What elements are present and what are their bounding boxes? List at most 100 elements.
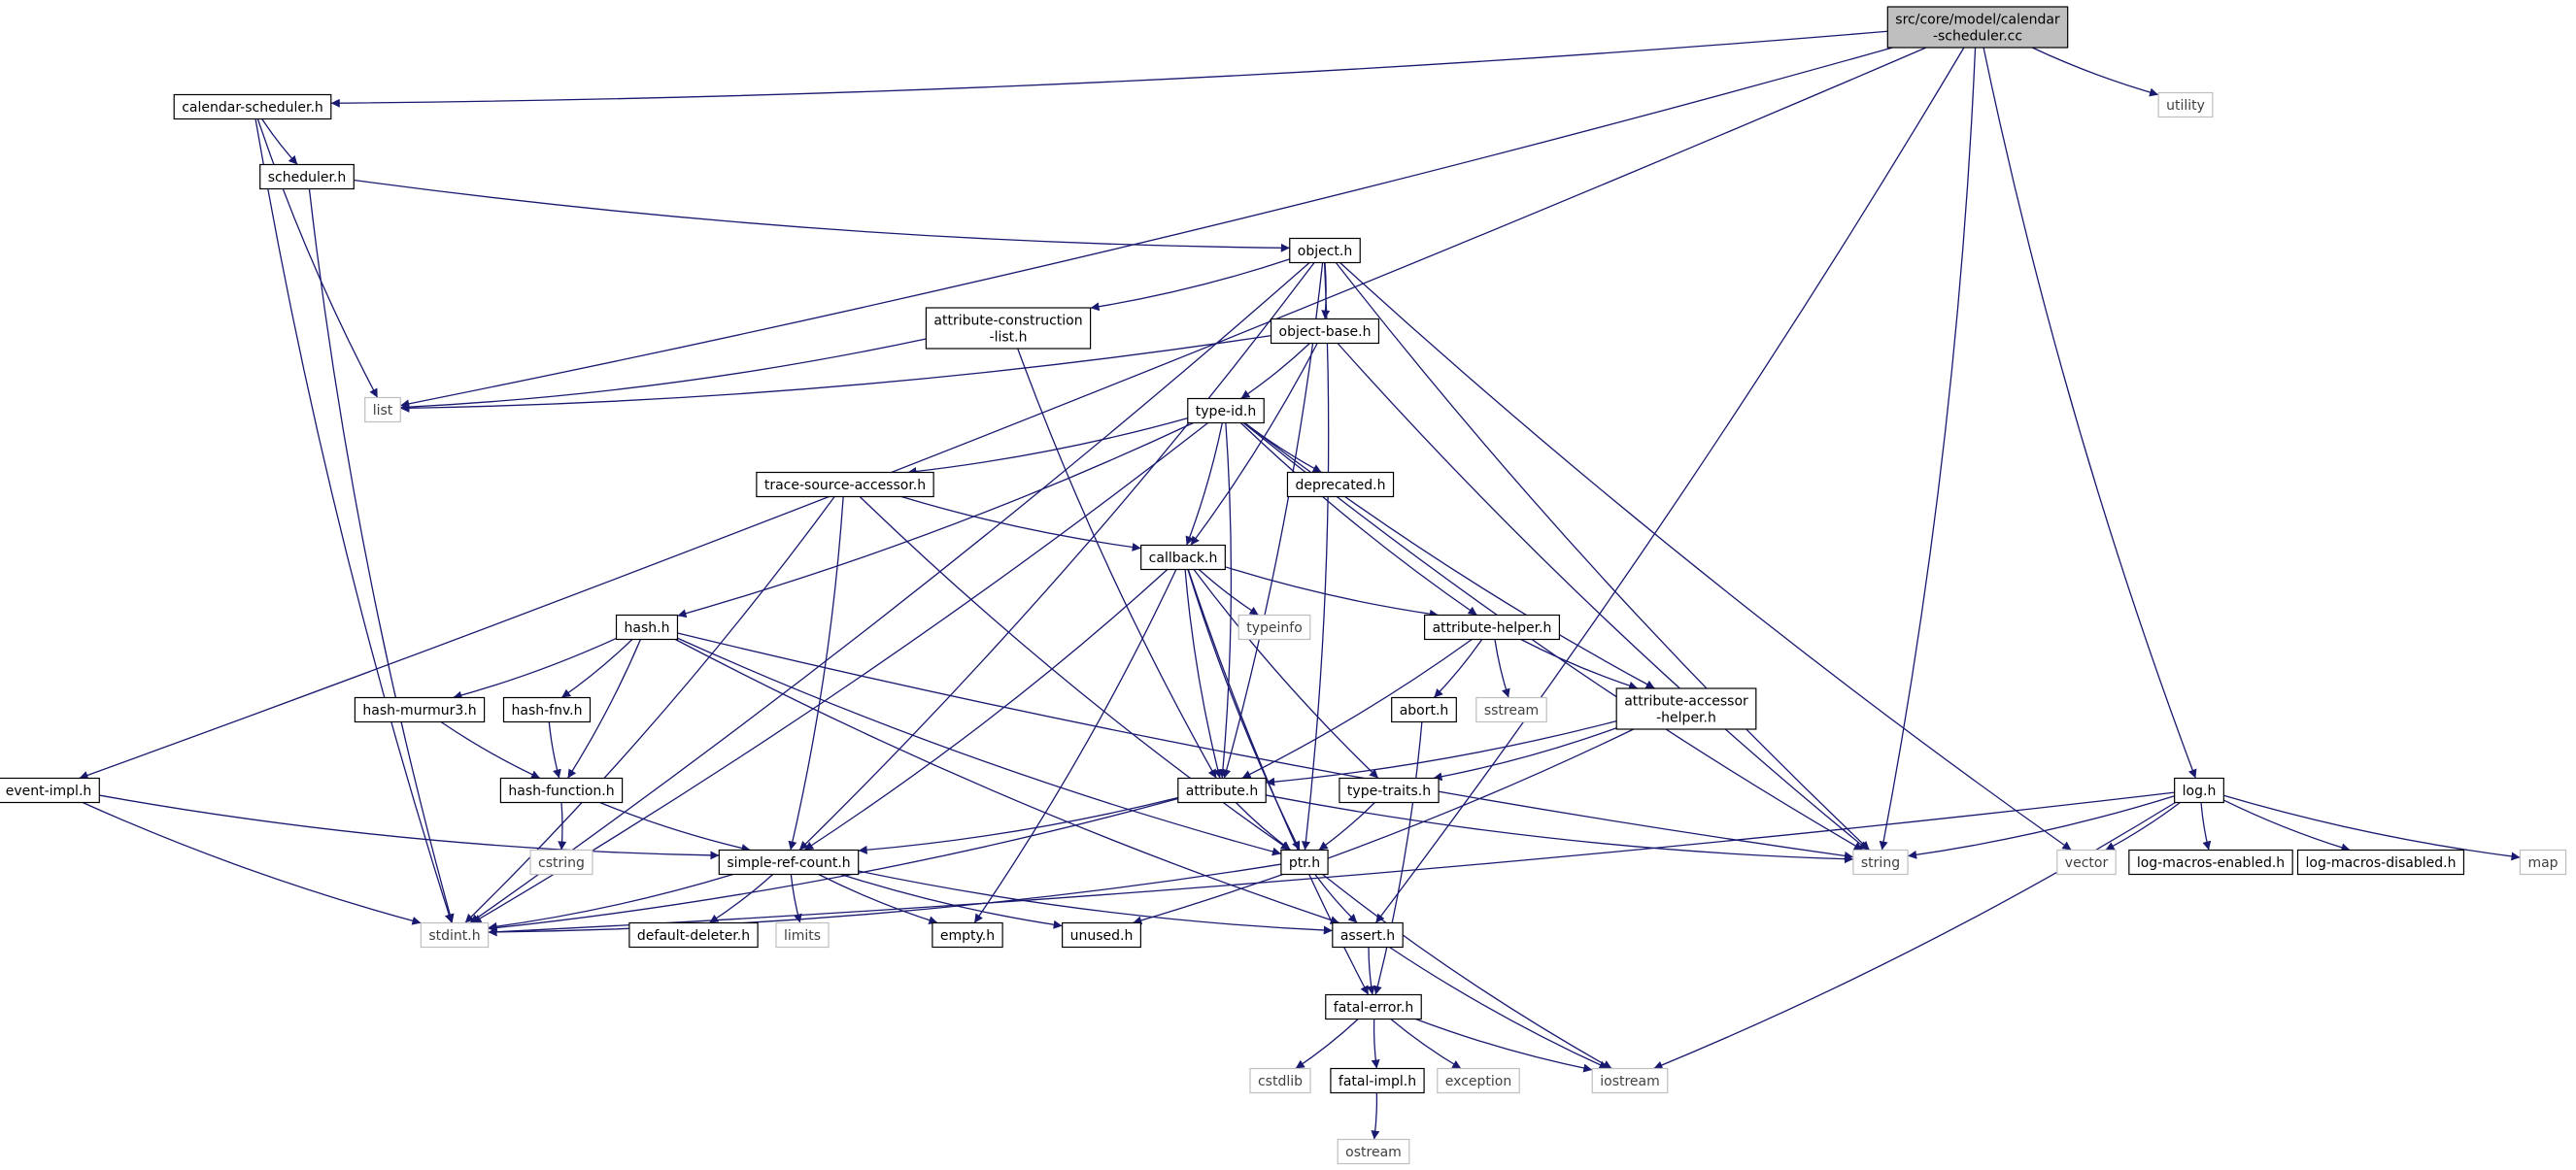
- node-ptr-h[interactable]: ptr.h: [1280, 849, 1329, 876]
- node-src-core-model-calendar-scheduler-cc[interactable]: src/core/model/calendar-scheduler.cc: [1886, 6, 2069, 49]
- node-calendar-scheduler-h[interactable]: calendar-scheduler.h: [173, 93, 332, 120]
- edge-attr_helper_h-to-sstream: [1494, 639, 1510, 698]
- edge-type_id_h-to-attr_helper_h: [1239, 422, 1478, 617]
- node-empty-h[interactable]: empty.h: [932, 921, 1003, 949]
- edge-callback_h-to-type_traits_h: [1193, 569, 1379, 779]
- node-log-h[interactable]: log.h: [2174, 777, 2224, 804]
- edge-object_h-to-attr_constr_h: [1090, 258, 1290, 312]
- node-box: [1337, 1138, 1410, 1165]
- edge-event_impl_h-to-stdint_h: [82, 801, 422, 925]
- edge-assert_h-to-fatal_error_h: [1367, 947, 1375, 995]
- edge-log_h-to-iostream: [1653, 801, 2176, 1070]
- node-default-deleter-h[interactable]: default-deleter.h: [628, 921, 759, 949]
- node-label: type-id.h: [1196, 404, 1256, 419]
- node-box: [354, 696, 486, 723]
- node-label: default-deleter.h: [637, 928, 750, 944]
- edge-callback_h-to-attr_helper_h: [1225, 566, 1439, 618]
- node-attribute-accessor-helper-h[interactable]: attribute-accessor-helper.h: [1615, 687, 1757, 730]
- edge-cal_sched_h-to-stdint_h: [254, 118, 454, 923]
- node-hash-fnv-h[interactable]: hash-fnv.h: [502, 696, 592, 723]
- edge-trace_src_h-to-callback_h: [900, 495, 1141, 552]
- node-label: deprecated.h: [1295, 478, 1385, 493]
- node-box: [1237, 614, 1311, 641]
- edge-simple_ref_h-to-stdint_h: [488, 873, 733, 931]
- edge-log_h-to-log_enabled_h: [2200, 802, 2212, 851]
- node-hash-murmur3-h[interactable]: hash-murmur3.h: [354, 696, 486, 723]
- node-box: [1332, 921, 1404, 949]
- node-utility: utility: [2157, 91, 2214, 118]
- node-ostream: ostream: [1337, 1138, 1410, 1165]
- node-log-macros-enabled-h[interactable]: log-macros-enabled.h: [2128, 849, 2293, 876]
- node-deprecated-h[interactable]: deprecated.h: [1286, 471, 1395, 498]
- node-label: typeinfo: [1246, 620, 1303, 636]
- node-box: [502, 696, 592, 723]
- node-label: log-macros-disabled.h: [2306, 855, 2457, 871]
- node-type-traits-h[interactable]: type-traits.h: [1339, 777, 1440, 804]
- edge-ptr_h-to-assert_h: [1314, 874, 1358, 923]
- edges-layer: [79, 30, 2521, 1140]
- node-type-id-h[interactable]: type-id.h: [1187, 397, 1265, 424]
- edge-simple_ref_h-to-empty_h: [818, 873, 938, 925]
- node-hash-function-h[interactable]: hash-function.h: [499, 777, 624, 804]
- node-label: calendar-scheduler.h: [182, 100, 323, 116]
- edge-fatal_error_h-to-exception: [1390, 1018, 1462, 1070]
- node-attribute-h[interactable]: attribute.h: [1177, 777, 1267, 804]
- edge-scheduler_h-to-object_h: [354, 179, 1290, 252]
- node-box: [1140, 544, 1226, 571]
- edge-fatal_error_h-to-iostream: [1415, 1018, 1593, 1073]
- edge-root-to-log_h: [1983, 47, 2197, 779]
- node-simple-ref-count-h[interactable]: simple-ref-count.h: [718, 849, 860, 876]
- edge-simple_ref_h-to-default_deleter_h: [708, 874, 774, 924]
- edge-ptr_h-to-iostream: [1322, 873, 1612, 1070]
- node-attribute-construction-list-h[interactable]: attribute-construction-list.h: [925, 307, 1092, 350]
- node-fatal-error-h[interactable]: fatal-error.h: [1325, 993, 1422, 1020]
- node-event-impl-h[interactable]: event-impl.h: [0, 777, 100, 804]
- edge-root-to-event_impl_h: [79, 47, 1927, 780]
- edge-type_id_h-to-hash_h: [677, 421, 1194, 618]
- node-object-base-h[interactable]: object-base.h: [1270, 318, 1380, 345]
- node-label: callback.h: [1149, 551, 1218, 566]
- node-label: map: [2527, 855, 2558, 871]
- node-label: stdint.h: [428, 928, 480, 944]
- edge-attribute_h-to-stdint_h: [488, 797, 1178, 932]
- edge-object_h-to-string: [1335, 262, 1871, 851]
- node-fatal-impl-h[interactable]: fatal-impl.h: [1330, 1067, 1425, 1094]
- node-box: [756, 471, 934, 498]
- edge-type_id_h-to-deprecated_h: [1244, 421, 1322, 474]
- edge-root-to-assert_h: [1374, 47, 1965, 923]
- node-assert-h[interactable]: assert.h: [1332, 921, 1404, 949]
- node-cstring: cstring: [529, 849, 593, 876]
- edge-object_base_h-to-callback_h: [1190, 343, 1318, 546]
- node-object-h[interactable]: object.h: [1289, 237, 1361, 264]
- edge-type_id_h-to-trace_src_h: [907, 417, 1188, 476]
- node-log-macros-disabled-h[interactable]: log-macros-disabled.h: [2296, 849, 2465, 876]
- node-label: event-impl.h: [6, 784, 92, 799]
- node-box: [499, 777, 624, 804]
- node-box: [1325, 993, 1422, 1020]
- node-unused-h[interactable]: unused.h: [1062, 921, 1141, 949]
- node-attribute-helper-h[interactable]: attribute-helper.h: [1424, 614, 1560, 641]
- node-label: cstdlib: [1258, 1074, 1303, 1089]
- node-label: simple-ref-count.h: [727, 855, 850, 871]
- node-box: [1249, 1067, 1311, 1094]
- edge-attr_accessor_h-to-type_traits_h: [1433, 727, 1617, 782]
- node-map: map: [2519, 849, 2567, 876]
- node-box: [1886, 6, 2069, 49]
- node-scheduler-h[interactable]: scheduler.h: [259, 163, 355, 190]
- node-box: [529, 849, 593, 876]
- node-box: [1270, 318, 1380, 345]
- node-label: attribute-construction: [933, 314, 1082, 329]
- node-label: trace-source-accessor.h: [764, 478, 926, 493]
- node-trace-source-accessor-h[interactable]: trace-source-accessor.h: [756, 471, 934, 498]
- node-abort-h[interactable]: abort.h: [1391, 696, 1457, 723]
- edge-callback_h-to-typeinfo: [1198, 569, 1260, 617]
- node-cstdlib: cstdlib: [1249, 1067, 1311, 1094]
- node-stdint-h: stdint.h: [420, 921, 490, 949]
- edge-simple_ref_h-to-unused_h: [840, 873, 1063, 929]
- node-label: attribute-helper.h: [1433, 620, 1552, 636]
- node-limits: limits: [775, 921, 830, 949]
- node-callback-h[interactable]: callback.h: [1140, 544, 1226, 571]
- node-hash-h[interactable]: hash.h: [615, 614, 679, 641]
- node-label: iostream: [1600, 1074, 1660, 1089]
